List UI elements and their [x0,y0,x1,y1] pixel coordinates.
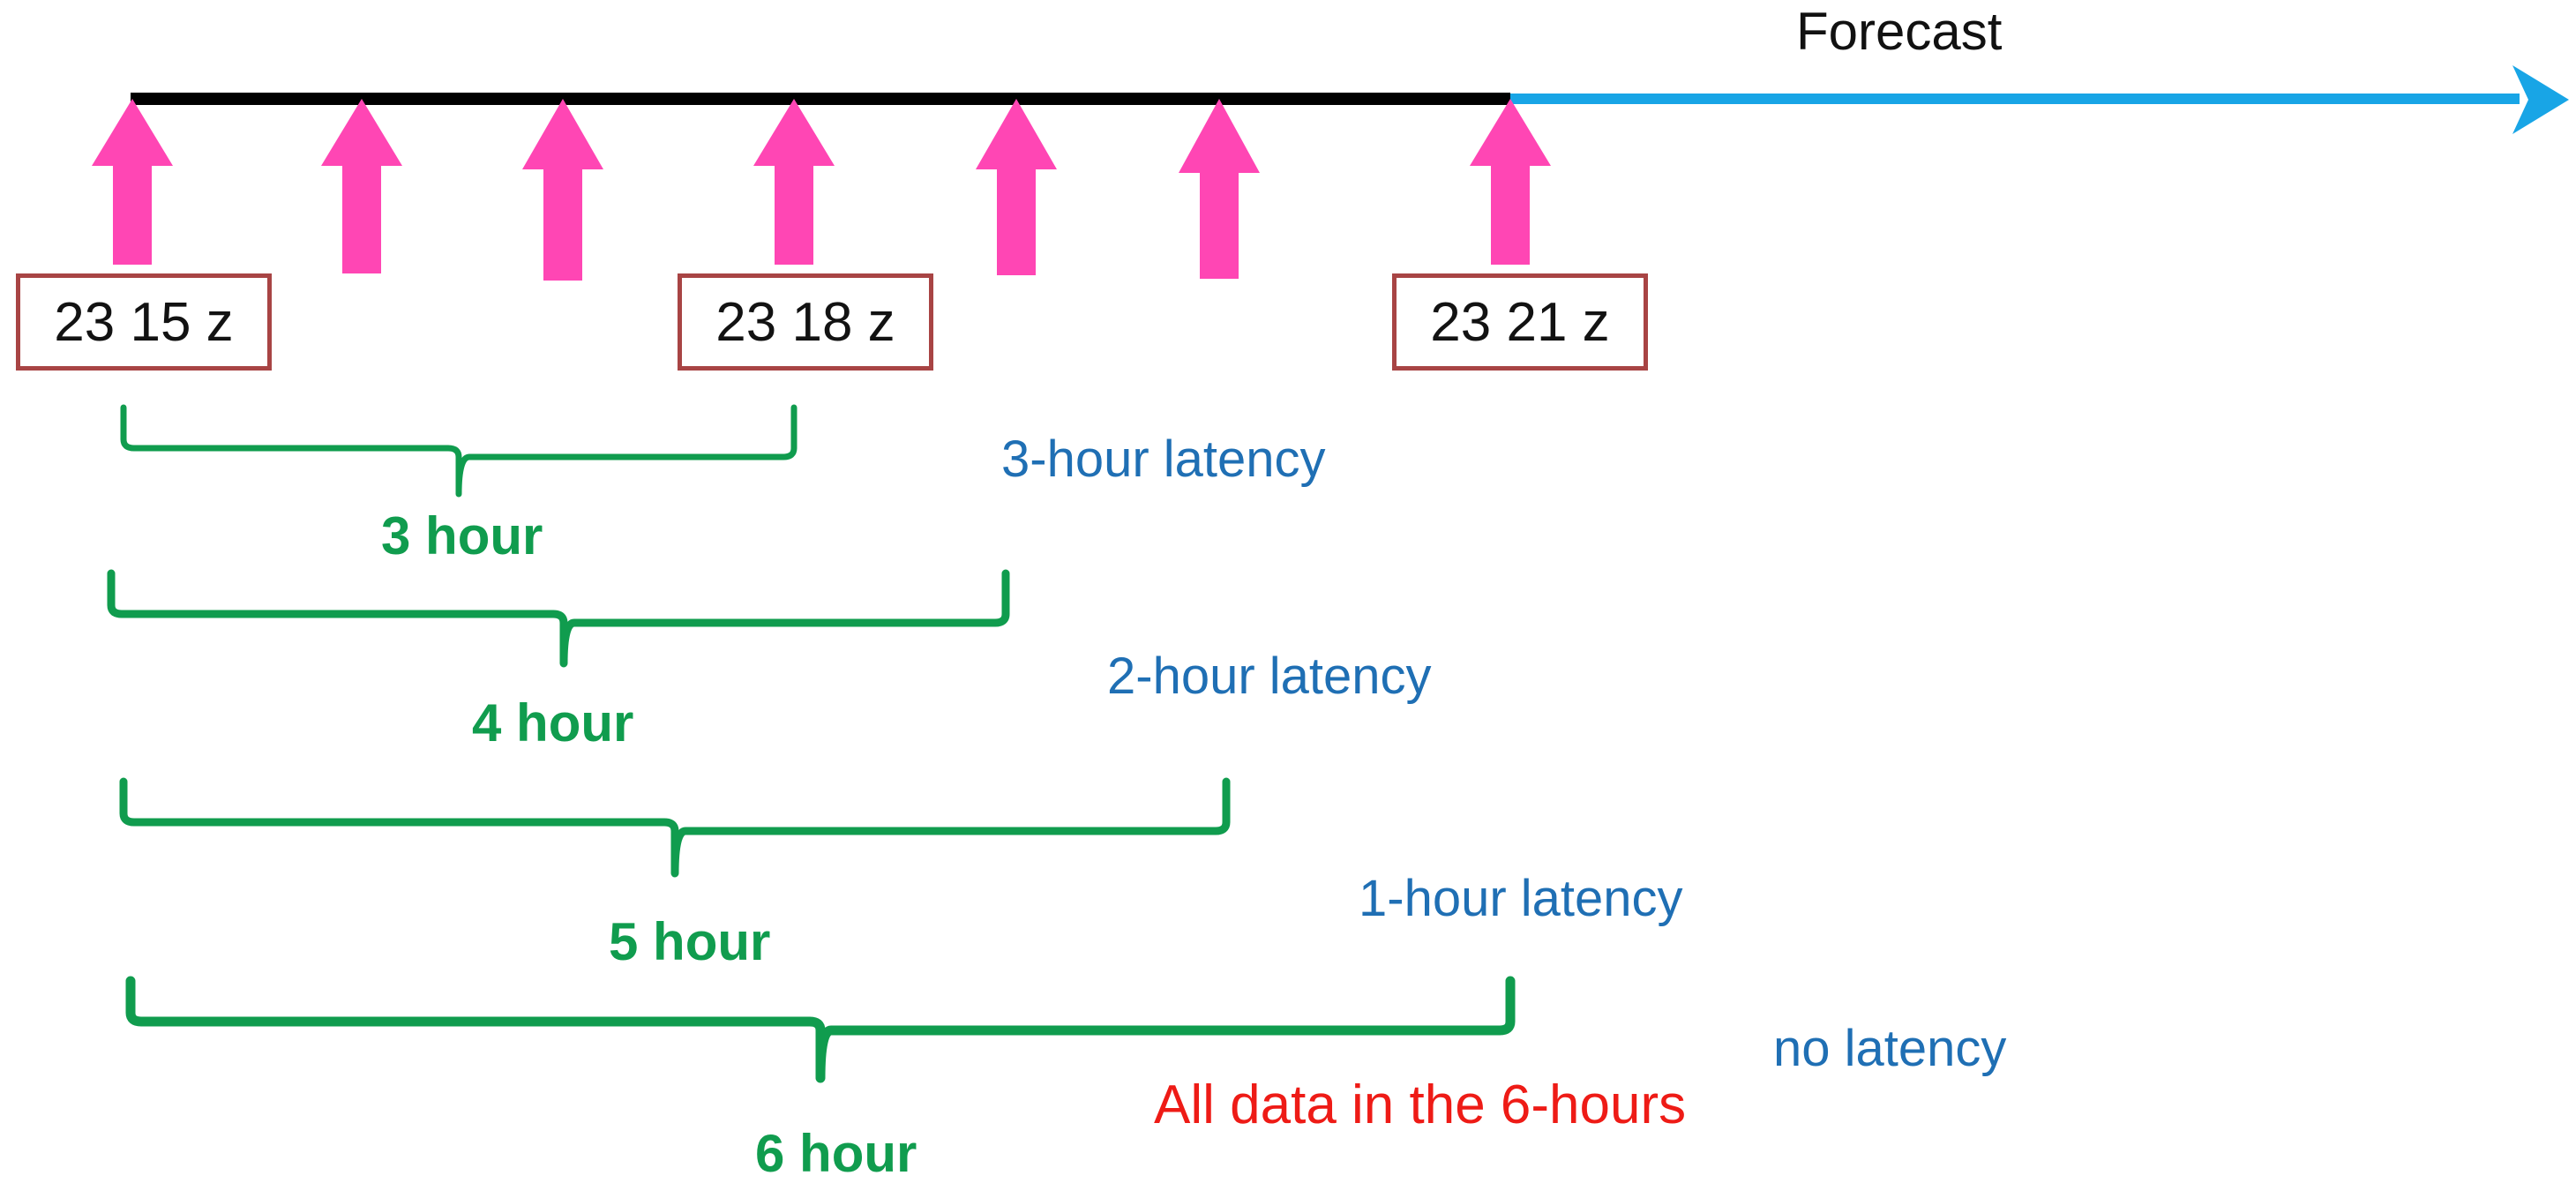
latency-label-none: no latency [1773,1020,2007,1077]
observation-arrow-3 [522,99,603,281]
observation-arrow-2 [321,99,402,273]
observation-arrow-5 [976,99,1057,275]
latency-label-1-hour: 1-hour latency [1359,870,1683,927]
observation-arrow-4 [753,99,835,265]
time-box-23-15z-text: 23 15 z [54,291,234,353]
brace-4-hour-shape [107,569,1010,668]
time-box-23-21z[interactable]: 23 21 z [1392,273,1648,371]
brace-5-hour-shape [119,777,1231,878]
observation-arrow-1 [92,99,173,265]
brace-6-hour-shape [125,976,1516,1083]
brace-label-4-hour: 4 hour [472,693,634,752]
latency-label-2-hour: 2-hour latency [1107,648,1432,705]
observation-arrow-7 [1470,99,1551,265]
time-box-23-18z-text: 23 18 z [715,291,895,353]
all-data-note: All data in the 6-hours [1154,1074,1687,1135]
time-box-23-18z[interactable]: 23 18 z [678,273,933,371]
time-box-23-15z[interactable]: 23 15 z [16,273,272,371]
forecast-label: Forecast [1796,2,2003,61]
brace-label-5-hour: 5 hour [609,912,771,971]
time-box-23-21z-text: 23 21 z [1430,291,1610,353]
brace-3-hour-shape [120,404,798,498]
latency-label-3-hour: 3-hour latency [1001,431,1326,488]
forecast-arrowhead-icon [2512,65,2569,134]
brace-label-6-hour: 6 hour [755,1124,917,1183]
brace-label-3-hour: 3 hour [381,506,543,565]
observation-arrow-6 [1179,99,1260,279]
